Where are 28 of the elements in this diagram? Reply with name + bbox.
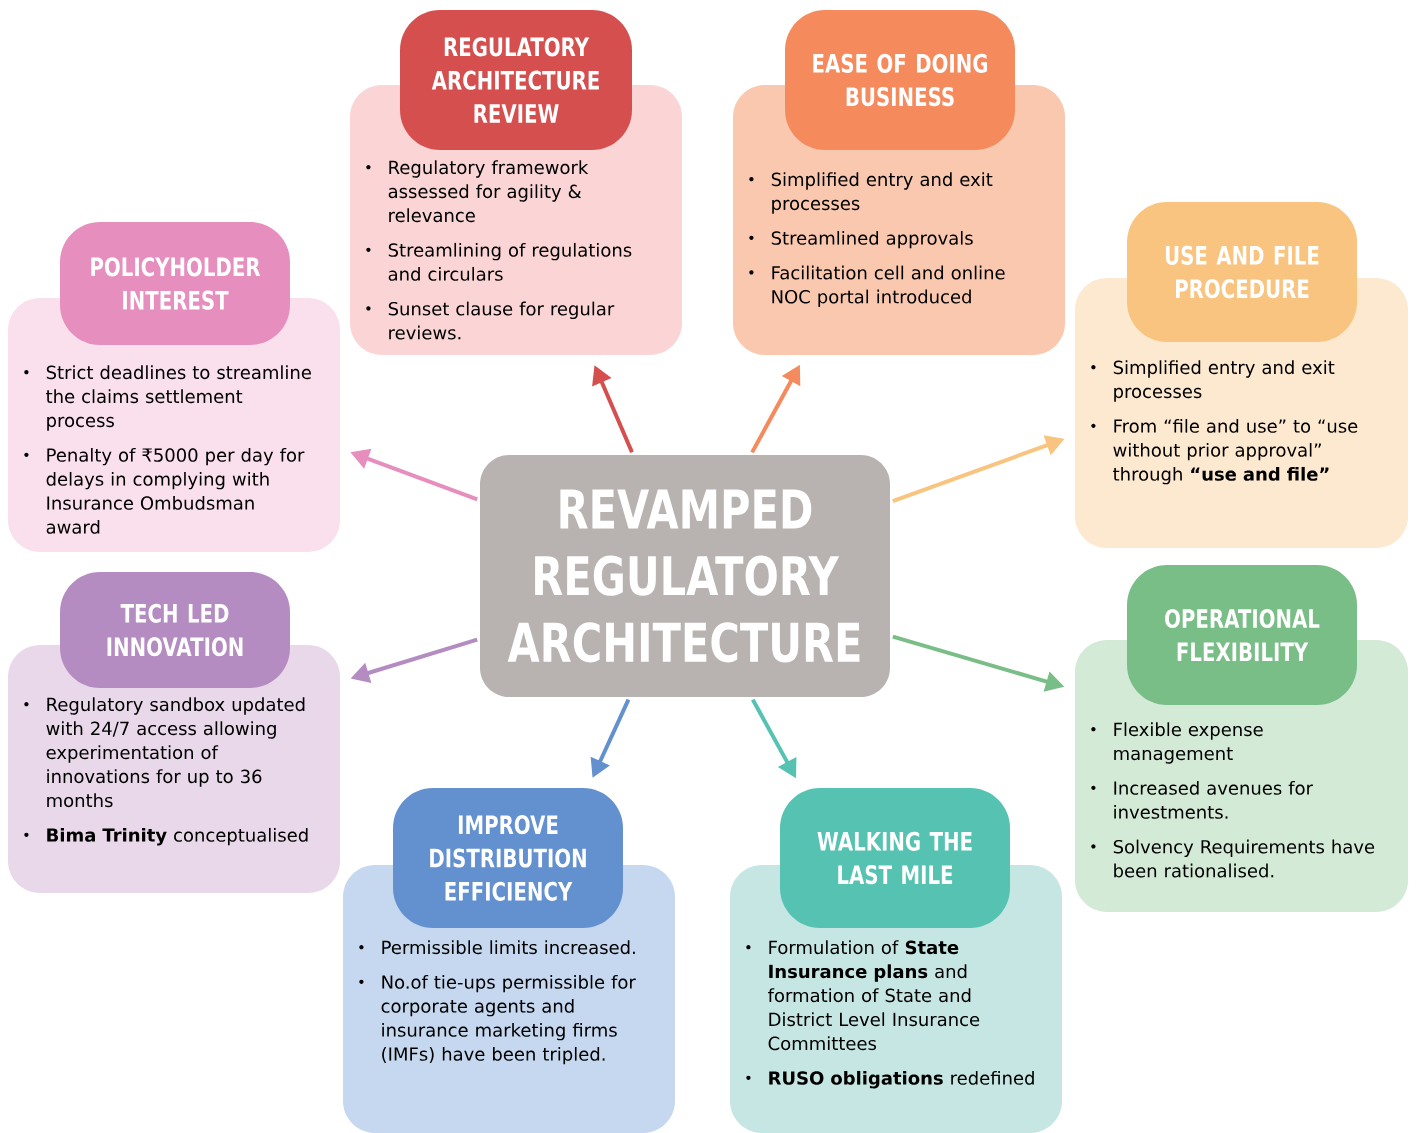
- bullet-item: Simplified entry and exit processes: [749, 172, 993, 214]
- header-pill: EASE OF DOING BUSINESS: [785, 10, 1015, 150]
- bullet-item: Penalty of ₹5000 per day for delays in complying with Insurance Ombudsman award: [24, 447, 305, 534]
- bullet-item: Facilitation cell and online NOC portal introduced: [749, 265, 1005, 308]
- bullet-item: Regulatory framework assessed for agility & relevance: [366, 160, 589, 223]
- bullet-item: Streamlining of regulations and circulars: [366, 242, 632, 281]
- bullet-item: Formulation of State Insurance plans and formation of State and District Level Insurance Committees: [746, 940, 980, 1051]
- header-pill: IMPROVE DISTRIBUTION EFFICIENCY: [393, 788, 623, 928]
- header-pill: WALKING THE LAST MILE: [780, 788, 1010, 928]
- bullet-item: Permissible limits increased.: [359, 940, 635, 955]
- header-pill: TECH LED INNOVATION: [60, 572, 290, 688]
- header-pill: OPERATIONAL FLEXIBILITY: [1127, 565, 1357, 705]
- header-pill: USE AND FILE PROCEDURE: [1127, 202, 1357, 342]
- bullet-item: Sunset clause for regular reviews.: [366, 301, 615, 340]
- bullet-item: Flexible expense management: [1091, 722, 1263, 764]
- bullet-item: Solvency Requirements have been rationalised.: [1091, 839, 1375, 878]
- bullet-item: Streamlined approvals: [749, 230, 973, 249]
- header-pill: POLICYHOLDER INTEREST: [60, 222, 290, 345]
- bullet-item: Strict deadlines to streamline the claims settlement process: [24, 365, 311, 431]
- header-pill: REGULATORY ARCHITECTURE REVIEW: [400, 10, 632, 150]
- center-box: REVAMPED REGULATORY ARCHITECTURE: [480, 455, 890, 697]
- bullet-item: Simplified entry and exit processes: [1091, 360, 1335, 402]
- bullet-item: No.of tie-ups permissible for corporate agents and insurance marketing firms (IMFs) have been tripled.: [359, 974, 636, 1065]
- bullet-item: RUSO obligations redefined: [746, 1070, 1034, 1089]
- bullet-item: From “file and use” to “use without prior approval” through “use and file”: [1091, 418, 1358, 485]
- bullet-item: Regulatory sandbox updated with 24/7 access allowing experimentation of innovations for up to 36 months: [24, 697, 305, 808]
- bullet-item: Increased avenues for investments.: [1091, 780, 1313, 819]
- bullet-item: Bima Trinity conceptualised: [24, 827, 308, 846]
